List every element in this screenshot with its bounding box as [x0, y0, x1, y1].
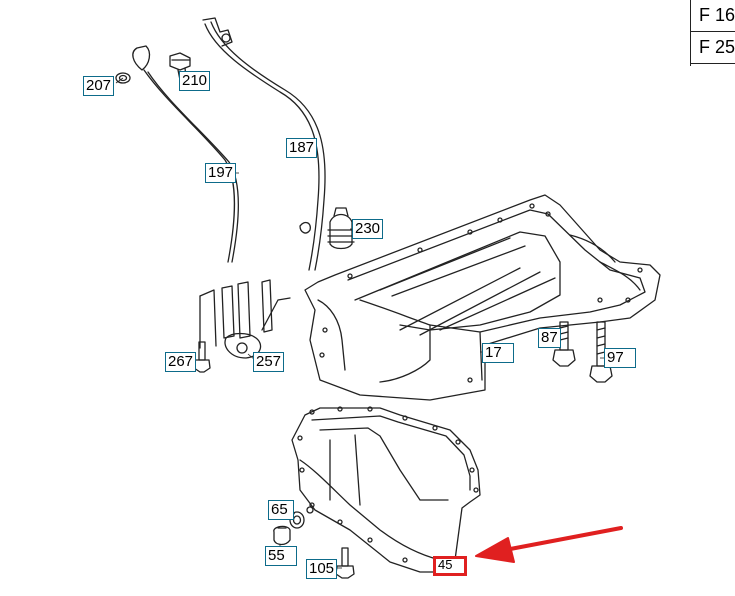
breather-230	[327, 207, 355, 250]
callout-257[interactable]: 257	[253, 352, 285, 372]
callout-197[interactable]: 197	[205, 163, 237, 183]
callout-210[interactable]: 210	[179, 71, 211, 91]
callout-17[interactable]: 17	[482, 343, 514, 363]
oil-pickup	[199, 279, 291, 359]
seal-65	[289, 511, 305, 529]
figure-ref-f16[interactable]: F 16	[691, 0, 735, 32]
callout-45-highlighted[interactable]: 45	[433, 556, 467, 576]
arrow-icon	[475, 526, 623, 563]
guide-tube	[202, 17, 326, 271]
bolt-105	[335, 547, 355, 579]
dipstick	[132, 45, 239, 263]
callout-187[interactable]: 187	[286, 138, 318, 158]
callout-65[interactable]: 65	[268, 500, 294, 520]
callout-267[interactable]: 267	[165, 352, 197, 372]
drain-plug-55	[273, 525, 291, 546]
bolt-267	[193, 341, 211, 373]
leader-207	[115, 77, 124, 84]
callout-55[interactable]: 55	[265, 546, 297, 566]
callout-105[interactable]: 105	[306, 559, 338, 579]
callout-207[interactable]: 207	[83, 76, 115, 96]
callout-97[interactable]: 97	[604, 348, 636, 368]
lower-oil-pan	[291, 406, 481, 573]
figure-reference-table: F 16 F 25	[690, 0, 735, 66]
upper-oil-pan	[304, 194, 661, 401]
callout-87[interactable]: 87	[538, 328, 561, 348]
callout-230[interactable]: 230	[352, 219, 384, 239]
washer-207	[115, 72, 131, 84]
figure-ref-f25[interactable]: F 25	[691, 32, 735, 64]
